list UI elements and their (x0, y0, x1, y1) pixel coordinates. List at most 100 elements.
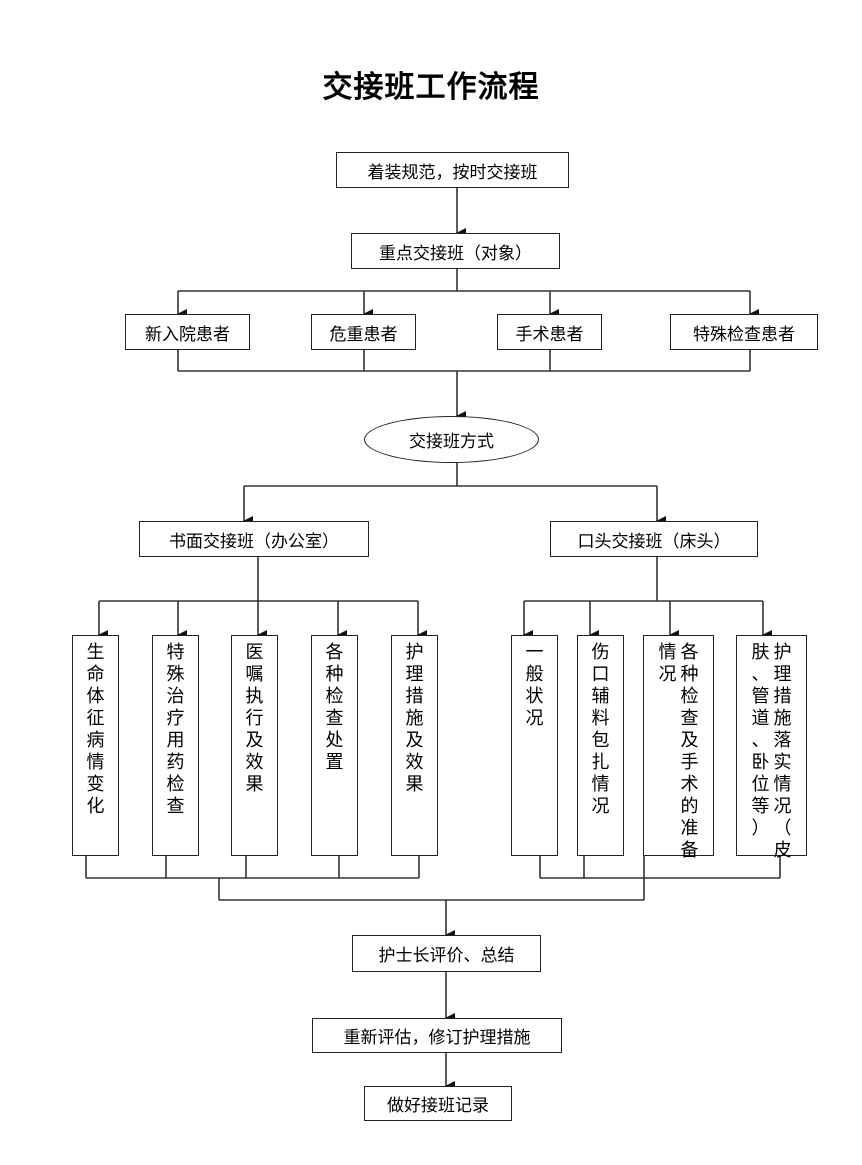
step-reassess-label: 重新评估，修订护理措施 (343, 1028, 531, 1048)
vertical-text-column: 各种检查处置 (325, 642, 345, 774)
patient-label: 新入院患者 (145, 324, 230, 345)
vertical-char: 实 (773, 752, 792, 773)
patient-label: 危重患者 (329, 324, 398, 345)
vertical-char: 用 (166, 730, 185, 751)
vertical-char: 位 (751, 774, 770, 795)
oral-item-box: 伤口辅料包扎情况 (577, 635, 624, 856)
vertical-char: 扎 (591, 752, 610, 773)
vertical-char: 理 (405, 664, 424, 685)
oral-handover-label: 口头交接班（床头） (577, 531, 731, 552)
step-focus-box: 重点交接班（对象） (351, 233, 560, 269)
vertical-char: 包 (591, 730, 610, 751)
vertical-char: 状 (525, 686, 544, 707)
vertical-char: 各 (325, 642, 344, 663)
patient-label: 特殊检查患者 (693, 324, 795, 345)
vertical-char: 医 (245, 642, 264, 663)
vertical-char: 化 (86, 796, 105, 817)
vertical-char: ） (751, 818, 770, 839)
vertical-char: 施 (773, 708, 792, 729)
step-reassess-box: 重新评估，修订护理措施 (312, 1018, 562, 1053)
vertical-char: 况 (658, 664, 677, 685)
vertical-char: 准 (680, 818, 699, 839)
vertical-char: 种 (325, 664, 344, 685)
vertical-text-column: 一般状况 (525, 642, 545, 730)
vertical-char: 病 (86, 730, 105, 751)
vertical-char: 查 (325, 708, 344, 729)
vertical-char: 情 (658, 642, 677, 663)
vertical-char: 施 (405, 708, 424, 729)
vertical-char: 况 (591, 796, 610, 817)
vertical-char: 护 (405, 642, 424, 663)
vertical-char: 各 (680, 642, 699, 663)
oral-item-box: 护理措施落实情况（皮肤、管道、卧位等） (736, 635, 807, 861)
vertical-char: 况 (525, 708, 544, 729)
written-handover-box: 书面交接班（办公室） (139, 521, 369, 557)
vertical-char: 落 (773, 730, 792, 751)
step-dress-box: 着装规范，按时交接班 (336, 152, 569, 188)
vertical-char: 皮 (773, 840, 792, 861)
vertical-char: 、 (751, 664, 770, 685)
vertical-char: 特 (166, 642, 185, 663)
vertical-char: 变 (86, 774, 105, 795)
vertical-char: 嘱 (245, 664, 264, 685)
step-record-box: 做好接班记录 (364, 1086, 512, 1121)
step-dress-label: 着装规范，按时交接班 (367, 162, 538, 183)
patient-box-special-exam: 特殊检查患者 (670, 314, 818, 350)
written-item-box: 生命体征病情变化 (72, 635, 119, 856)
vertical-char: 、 (751, 730, 770, 751)
step-evaluate-box: 护士长评价、总结 (352, 935, 541, 972)
vertical-char: 检 (325, 686, 344, 707)
vertical-char: 肤 (751, 642, 770, 663)
oral-item-box: 各种检查及手术的准备情况 (643, 635, 714, 861)
patient-label: 手术患者 (515, 324, 584, 345)
vertical-char: 一 (525, 642, 544, 663)
vertical-char: 手 (680, 752, 699, 773)
vertical-char: 术 (680, 774, 699, 795)
vertical-char: 辅 (591, 686, 610, 707)
step-evaluate-label: 护士长评价、总结 (378, 946, 515, 966)
vertical-char: 卧 (751, 752, 770, 773)
vertical-text-column: 医嘱执行及效果 (245, 642, 265, 796)
vertical-char: 检 (680, 686, 699, 707)
written-item-box: 各种检查处置 (311, 635, 358, 856)
vertical-char: 等 (751, 796, 770, 817)
step-record-label: 做好接班记录 (387, 1096, 489, 1116)
step-focus-label: 重点交接班（对象） (379, 243, 532, 264)
vertical-char: 效 (405, 752, 424, 773)
vertical-char: 征 (86, 708, 105, 729)
vertical-char: 情 (773, 774, 792, 795)
vertical-char: 的 (680, 796, 699, 817)
vertical-text-column: 各种检查及手术的准备 (680, 642, 700, 862)
oral-item-box: 一般状况 (511, 635, 558, 856)
vertical-char: 理 (773, 664, 792, 685)
vertical-char: 伤 (591, 642, 610, 663)
vertical-char: 种 (680, 664, 699, 685)
written-item-box: 医嘱执行及效果 (231, 635, 278, 856)
vertical-char: 查 (166, 796, 185, 817)
vertical-text-column: 情况 (658, 642, 678, 686)
vertical-char: 疗 (166, 708, 185, 729)
vertical-char: 口 (591, 664, 610, 685)
vertical-char: 治 (166, 686, 185, 707)
vertical-char: 情 (86, 752, 105, 773)
vertical-char: 道 (751, 708, 770, 729)
vertical-char: 处 (325, 730, 344, 751)
vertical-char: （ (773, 818, 792, 839)
vertical-char: 备 (680, 840, 699, 861)
written-handover-label: 书面交接班（办公室） (169, 531, 339, 552)
vertical-char: 果 (405, 774, 424, 795)
vertical-text-column: 护理措施及效果 (405, 642, 425, 796)
method-label: 交接班方式 (409, 432, 494, 452)
vertical-text-column: 护理措施落实情况（皮 (773, 642, 793, 862)
vertical-char: 生 (86, 642, 105, 663)
vertical-char: 查 (680, 708, 699, 729)
vertical-char: 命 (86, 664, 105, 685)
vertical-char: 措 (773, 686, 792, 707)
vertical-char: 及 (405, 730, 424, 751)
vertical-char: 果 (245, 774, 264, 795)
vertical-char: 管 (751, 686, 770, 707)
method-ellipse: 交接班方式 (364, 416, 539, 463)
vertical-char: 及 (680, 730, 699, 751)
vertical-char: 体 (86, 686, 105, 707)
